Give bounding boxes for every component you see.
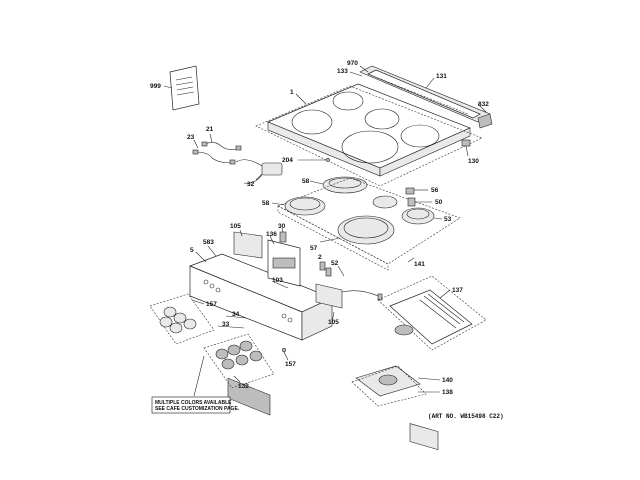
label-970: 970 [347, 60, 358, 67]
wire-harness-23 [192, 149, 236, 165]
label-50: 50 [435, 199, 443, 206]
label-140: 140 [442, 377, 453, 384]
label-105a: 105 [230, 223, 241, 230]
radiant-element-left [284, 196, 326, 216]
radiant-element-right [401, 207, 435, 225]
label-133: 133 [337, 68, 348, 75]
label-21: 21 [206, 126, 214, 133]
control-board-lower [315, 283, 343, 309]
owner-manual-booklet [169, 65, 200, 111]
label-832: 832 [478, 101, 489, 108]
label-32: 32 [247, 181, 255, 188]
knob-set-upper [149, 293, 215, 345]
cooling-fan-assembly [351, 365, 427, 407]
label-138: 138 [442, 389, 453, 396]
element-pan-tray [277, 177, 461, 265]
label-52: 52 [331, 260, 339, 267]
label-130: 130 [468, 158, 479, 165]
induction-generator-assembly [377, 275, 487, 450]
label-157b: 157 [285, 361, 296, 368]
radiant-element-small [322, 176, 368, 194]
label-34: 34 [232, 311, 240, 318]
label-999: 999 [150, 83, 161, 90]
label-53: 53 [444, 216, 452, 223]
label-141: 141 [414, 261, 425, 268]
label-56: 56 [431, 187, 439, 194]
label-2: 2 [318, 254, 322, 261]
label-103: 103 [272, 277, 283, 284]
power-cord [235, 159, 283, 184]
wire-harness-21 [201, 141, 242, 151]
cooktop-glass [255, 83, 483, 187]
label-33: 33 [222, 321, 230, 328]
label-157a: 157 [206, 301, 217, 308]
label-30: 30 [278, 223, 286, 230]
label-132: 132 [238, 383, 249, 390]
screw-157 [281, 347, 287, 353]
label-105b: 105 [328, 319, 339, 326]
note-line-1: MULTIPLE COLORS AVAILABLE [155, 400, 232, 406]
color-note-box [151, 396, 231, 414]
label-23: 23 [187, 134, 195, 141]
knob-set-lower [203, 333, 275, 389]
label-58a: 58 [302, 178, 310, 185]
connector-30 [279, 231, 287, 243]
label-5: 5 [190, 247, 194, 254]
rear-vent-trim [359, 65, 493, 129]
art-number: (ART NO. WB15498 C22) [428, 413, 504, 420]
clip-part [461, 139, 471, 147]
switch-2 [319, 261, 326, 271]
label-583: 583 [203, 239, 214, 246]
label-1: 1 [290, 89, 294, 96]
note-line-2: SEE CAFE CUSTOMIZATION PAGE. [155, 406, 240, 412]
label-204: 204 [282, 157, 293, 164]
control-panel-backguard [189, 253, 333, 416]
label-57: 57 [310, 245, 318, 252]
element-switch [372, 187, 416, 209]
label-137: 137 [452, 287, 463, 294]
control-board-upper [233, 231, 263, 259]
radiant-element-large [337, 215, 395, 245]
label-136: 136 [266, 231, 277, 238]
label-131: 131 [436, 73, 447, 80]
label-58b: 58 [262, 200, 270, 207]
